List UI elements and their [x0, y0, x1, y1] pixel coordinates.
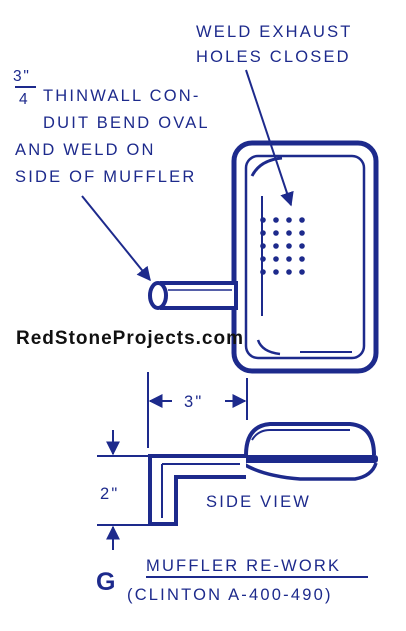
exhaust-holes-grid	[260, 217, 305, 275]
side-view-label: SIDE VIEW	[206, 493, 311, 511]
conduit-leader-arrow	[81, 195, 151, 282]
weld-label-line2: HOLES CLOSED	[196, 48, 351, 66]
watermark: RedStoneProjects.com	[16, 328, 244, 349]
figure-letter: G	[96, 568, 115, 596]
caption-line1: MUFFLER RE-WORK	[146, 557, 341, 575]
dimension-height: 2"	[100, 485, 119, 503]
conduit-label-line3: AND WELD ON	[15, 141, 156, 159]
dimension-width: 3"	[184, 393, 203, 411]
muffler-side-view	[236, 422, 378, 481]
weld-leader-arrow	[245, 69, 294, 207]
muffler-top-view	[231, 140, 379, 374]
conduit-label-line1: THINWALL CON-	[43, 87, 201, 105]
conduit-pipe-top-view	[148, 281, 238, 310]
conduit-label-line4: SIDE OF MUFFLER	[15, 168, 197, 186]
weld-label-line1: WELD EXHAUST	[196, 23, 353, 41]
fraction-denominator: 4	[19, 91, 29, 108]
conduit-label-line2: DUIT BEND OVAL	[43, 114, 210, 132]
fraction-numerator: 3"	[13, 68, 31, 85]
conduit-bend-side-view	[148, 454, 246, 526]
caption-line2: (CLINTON A-400-490)	[127, 586, 333, 604]
